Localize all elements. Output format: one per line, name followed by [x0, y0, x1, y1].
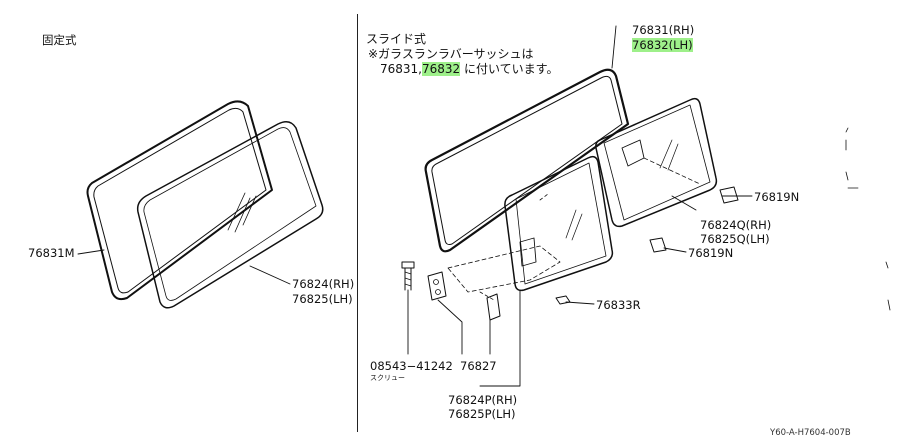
glass-slide-rear — [595, 97, 718, 228]
leader-76831M — [77, 249, 105, 255]
part-label-76833R: 76833R — [596, 298, 641, 312]
part-label-76832-lh: 76832(LH) — [632, 38, 693, 52]
note-highlight-76832: 76832 — [422, 62, 461, 76]
guide-block-upper — [719, 186, 739, 204]
part-label-76824-rh: 76824(RH) — [292, 277, 355, 291]
part-label-08543-41242: 08543−41242 — [370, 359, 453, 373]
part-label-76824Q-rh: 76824Q(RH) — [700, 218, 772, 232]
image-code: Y60-A-H7604-007B — [770, 428, 851, 438]
part-label-76819N-upper: 76819N — [754, 190, 800, 204]
screw — [401, 261, 415, 291]
part-label-76825-lh: 76825(LH) — [292, 292, 353, 306]
guide-block-lower — [649, 237, 667, 253]
glass-slide-front — [504, 155, 614, 292]
section-title-slide: スライド式 — [366, 32, 427, 46]
stopper-clip — [486, 293, 501, 321]
leader-76824 — [249, 265, 291, 285]
latch — [427, 271, 447, 301]
rubber-sash-slide — [424, 68, 630, 253]
section-divider — [357, 14, 358, 432]
part-label-screw: スクリュー — [370, 374, 405, 382]
section-title-fixed: 固定式 — [42, 33, 77, 47]
part-label-76831M: 76831M — [28, 246, 75, 260]
note-line-2: 76831,76832 に付いています。 — [380, 62, 559, 76]
part-label-76831-rh: 76831(RH) — [632, 23, 695, 37]
part-label-76827: 76827 — [460, 359, 497, 373]
stopper-76833R — [555, 295, 571, 305]
glass-fixed — [136, 121, 324, 309]
part-label-76824P-rh: 76824P(RH) — [448, 393, 518, 407]
rubber-sash-fixed — [86, 100, 273, 301]
part-label-76825P-lh: 76825P(LH) — [448, 407, 516, 421]
part-label-76819N-lower: 76819N — [688, 246, 734, 260]
note-line-1: ※ガラスランラバーサッシュは — [368, 47, 534, 61]
part-label-76825Q-lh: 76825Q(LH) — [700, 232, 770, 246]
